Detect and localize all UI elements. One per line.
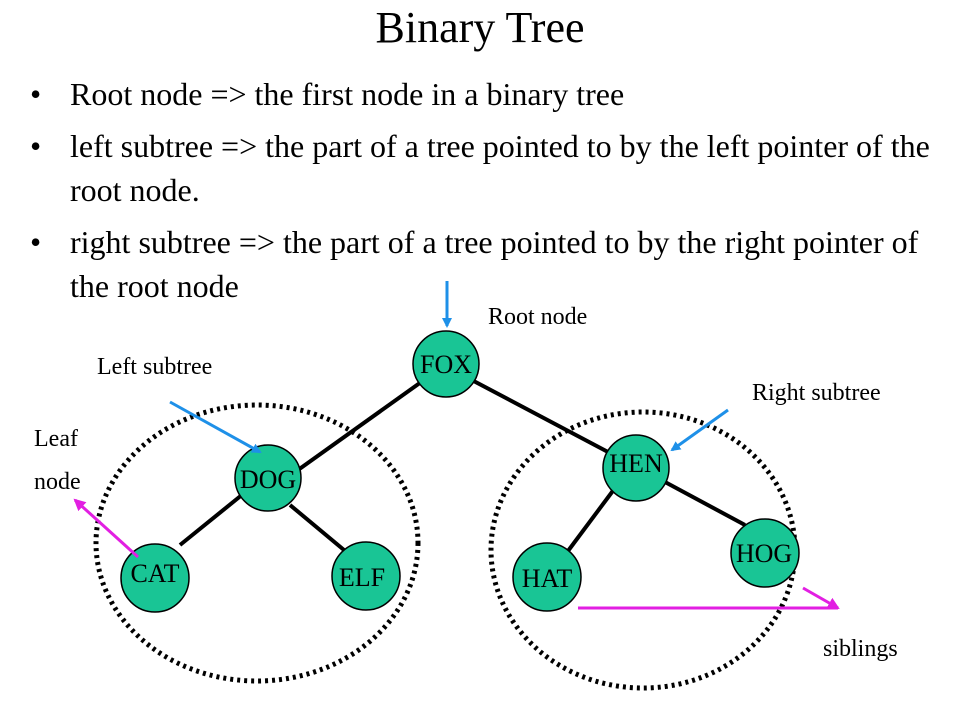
left-subtree-boundary (93, 402, 421, 684)
bullet-list: • Root node => the first node in a binar… (30, 72, 940, 316)
node-fox-label: FOX (420, 350, 472, 379)
node-fox-circle (412, 330, 480, 398)
siblings-label: siblings (823, 636, 898, 662)
node-cat-label: CAT (130, 559, 179, 588)
left-subtree-arrow (169, 400, 262, 454)
right-subtree-label: Right subtree (752, 380, 881, 406)
node-hen-circle (602, 434, 670, 502)
node-elf: ELF (331, 541, 401, 611)
edge-hen-hog (664, 480, 746, 527)
node-cat-circle (120, 543, 190, 613)
node-hat: HAT (512, 542, 582, 612)
tree-edges (178, 376, 746, 557)
root-node-label: Root node (488, 304, 587, 330)
node-dog-label: DOG (240, 465, 296, 494)
node-hen: HEN (602, 434, 670, 502)
node-fox: FOX (412, 330, 480, 398)
node-elf-label: ELF (339, 563, 385, 592)
node-cat: CAT (120, 543, 190, 613)
right-subtree-arrow (670, 408, 729, 452)
bullet-text: right subtree => the part of a tree poin… (70, 224, 919, 304)
edge-dog-cat (178, 488, 250, 547)
bullet-root-node: • Root node => the first node in a binar… (30, 72, 940, 116)
node-hat-circle (512, 542, 582, 612)
bullet-marker: • (30, 76, 42, 112)
edge-fox-hen (467, 376, 609, 454)
bullet-marker: • (30, 224, 42, 260)
node-hat-label: HAT (522, 564, 573, 593)
node-hog: HOG (730, 518, 800, 588)
node-dog: DOG (234, 444, 302, 512)
bullet-right-subtree: • right subtree => the part of a tree po… (30, 220, 940, 308)
slide-title: Binary Tree (375, 3, 585, 52)
leaf-node-arrow (73, 498, 140, 559)
bullet-left-subtree: • left subtree => the part of a tree poi… (30, 124, 940, 212)
bullet-text: Root node => the first node in a binary … (70, 76, 625, 112)
left-subtree-label: Left subtree (97, 354, 212, 380)
leaf-node-label-line1: Leaf (34, 426, 78, 452)
edge-fox-dog (296, 378, 426, 472)
siblings-arrow (802, 586, 840, 610)
node-elf-circle (331, 541, 401, 611)
edge-dog-elf (288, 503, 352, 557)
node-hog-label: HOG (736, 539, 792, 568)
node-hen-label: HEN (609, 449, 663, 478)
bullet-marker: • (30, 128, 42, 164)
bullet-text: left subtree => the part of a tree point… (70, 128, 930, 208)
node-hog-circle (730, 518, 800, 588)
edge-hen-hat (563, 486, 617, 557)
node-dog-circle (234, 444, 302, 512)
leaf-node-label-line2: node (34, 469, 81, 495)
